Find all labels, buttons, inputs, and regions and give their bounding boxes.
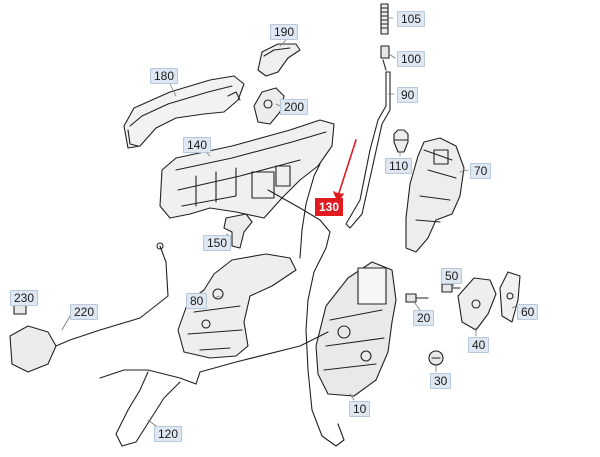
part-90-lock-rod <box>345 71 391 229</box>
part-110-grommet <box>393 129 409 153</box>
part-label-20[interactable]: 20 <box>413 310 435 326</box>
part-label-50[interactable]: 50 <box>441 268 463 284</box>
part-label-40[interactable]: 40 <box>468 337 490 353</box>
part-190-handle-cap <box>257 43 301 77</box>
part-label-80[interactable]: 80 <box>186 293 208 309</box>
part-label-150[interactable]: 150 <box>203 235 232 251</box>
part-label-120[interactable]: 120 <box>154 426 183 442</box>
leader-lines <box>21 17 517 427</box>
part-label-200[interactable]: 200 <box>280 99 309 115</box>
part-label-220[interactable]: 220 <box>70 304 99 320</box>
part-10-door-lock <box>315 261 397 397</box>
part-label-130-highlighted[interactable]: 130 <box>315 198 344 216</box>
part-70-housing <box>405 137 465 253</box>
part-20-screw <box>405 293 429 303</box>
part-60-plate <box>499 271 521 323</box>
part-100-clip <box>380 45 390 71</box>
part-label-60[interactable]: 60 <box>517 304 539 320</box>
part-label-105[interactable]: 105 <box>397 11 426 27</box>
part-label-10[interactable]: 10 <box>349 401 371 417</box>
part-30-bolt <box>428 350 444 366</box>
part-label-230[interactable]: 230 <box>10 290 39 306</box>
part-120-cable <box>99 331 329 447</box>
part-label-90[interactable]: 90 <box>397 87 419 103</box>
part-label-70[interactable]: 70 <box>470 163 492 179</box>
part-180-exterior-handle <box>123 75 245 149</box>
part-130-cable-2 <box>299 163 321 259</box>
part-50-screw <box>441 283 461 293</box>
part-label-30[interactable]: 30 <box>430 373 452 389</box>
part-40-striker <box>457 277 497 331</box>
part-220-actuator <box>9 242 169 373</box>
part-140-handle-carrier <box>159 119 335 219</box>
part-label-190[interactable]: 190 <box>270 24 299 40</box>
part-label-100[interactable]: 100 <box>397 51 426 67</box>
part-130-bowden-cable <box>267 189 345 447</box>
part-150-lever <box>223 213 253 249</box>
part-label-140[interactable]: 140 <box>183 137 212 153</box>
part-label-110[interactable]: 110 <box>385 158 413 174</box>
part-80-cover <box>177 253 297 359</box>
part-200-bracket <box>253 87 285 125</box>
highlight-arrow <box>333 139 357 202</box>
part-label-180[interactable]: 180 <box>150 68 179 84</box>
part-105-threaded-pin <box>380 3 389 35</box>
